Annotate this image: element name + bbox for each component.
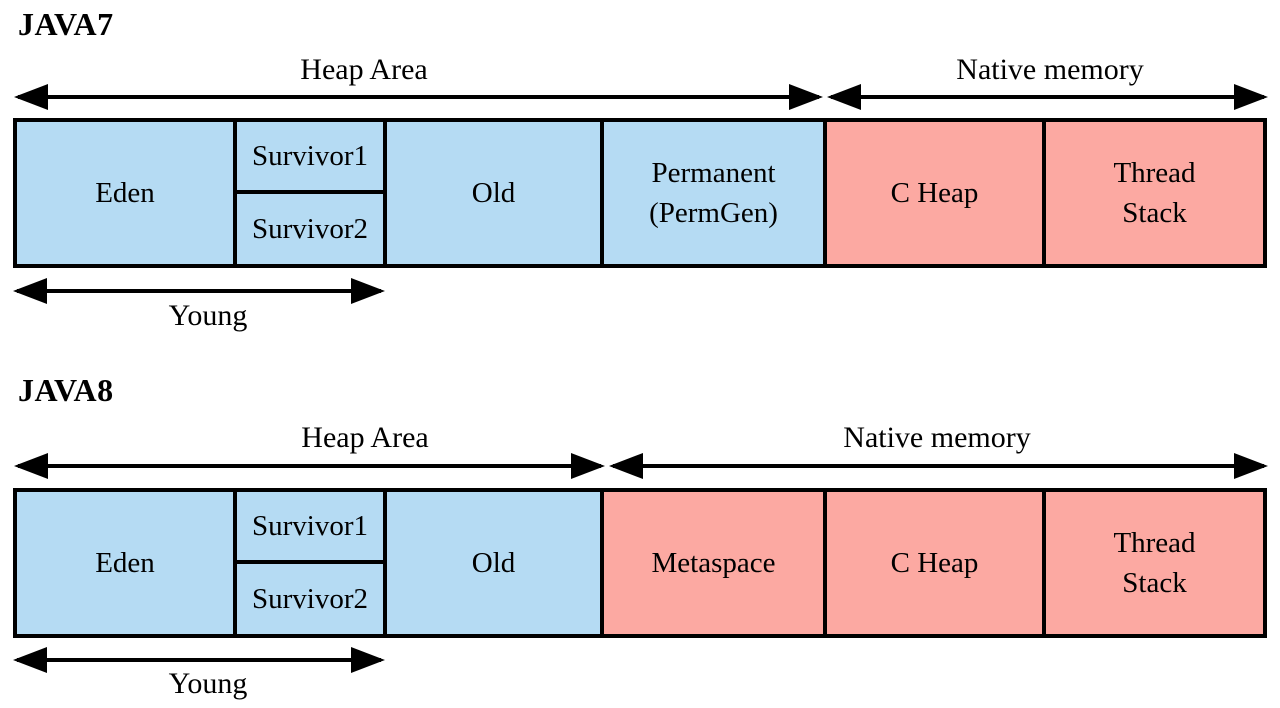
java7-young-arrow (13, 278, 385, 304)
java7-thread-stack-box: Thread Stack (1046, 122, 1263, 264)
java7-native-memory-label: Native memory (956, 53, 1144, 86)
java8-native-memory-arrow (609, 453, 1268, 479)
java8-heap-area-arrow (14, 453, 605, 479)
java7-permanent-line1: Permanent (651, 157, 776, 189)
java8-old-box: Old (387, 492, 604, 634)
arrowhead-left-icon (13, 278, 47, 304)
java8-survivor-box: Survivor1 Survivor2 (237, 492, 387, 634)
java7-young-label: Young (168, 299, 248, 332)
java7-heap-area-label: Heap Area (300, 53, 428, 86)
java7-survivor1-box: Survivor1 (237, 122, 383, 194)
arrow-shaft (613, 464, 1264, 468)
arrow-shaft (17, 289, 381, 293)
java7-memory-row: Eden Survivor1 Survivor2 Old Permanent (… (13, 118, 1267, 268)
java8-native-memory-label: Native memory (843, 421, 1031, 454)
java7-permanent-box: Permanent (PermGen) (604, 122, 827, 264)
java8-survivor1-box: Survivor1 (237, 492, 383, 564)
java8-c-heap-box: C Heap (827, 492, 1046, 634)
arrowhead-left-icon (827, 84, 861, 110)
java7-old-box: Old (387, 122, 604, 264)
arrowhead-right-icon (1234, 453, 1268, 479)
java8-survivor2-box: Survivor2 (252, 582, 368, 615)
java8-thread-stack-line1: Thread (1113, 527, 1196, 559)
java8-thread-stack-box: Thread Stack (1046, 492, 1263, 634)
arrow-shaft (18, 464, 601, 468)
arrowhead-left-icon (14, 453, 48, 479)
java7-thread-stack-line2: Stack (1122, 197, 1187, 229)
java8-title: JAVA8 (18, 372, 114, 408)
java8-memory-row: Eden Survivor1 Survivor2 Old Metaspace C… (13, 488, 1267, 638)
arrowhead-right-icon (351, 278, 385, 304)
arrowhead-right-icon (1234, 84, 1268, 110)
java7-survivor-box: Survivor1 Survivor2 (237, 122, 387, 264)
java8-young-label: Young (168, 667, 248, 700)
arrowhead-right-icon (351, 647, 385, 673)
java8-metaspace-box: Metaspace (604, 492, 827, 634)
java7-title: JAVA7 (18, 6, 114, 42)
arrow-shaft (831, 95, 1264, 99)
arrowhead-right-icon (571, 453, 605, 479)
java7-thread-stack-line1: Thread (1113, 157, 1196, 189)
java8-young-arrow (13, 647, 385, 673)
java7-survivor2-box: Survivor2 (252, 212, 368, 245)
arrowhead-left-icon (609, 453, 643, 479)
java7-permanent-line2: (PermGen) (649, 197, 778, 229)
java8-thread-stack-line2: Stack (1122, 567, 1187, 599)
java8-eden-box: Eden (17, 492, 237, 634)
arrowhead-left-icon (14, 84, 48, 110)
arrowhead-right-icon (789, 84, 823, 110)
java8-heap-area-label: Heap Area (301, 421, 429, 454)
java7-c-heap-box: C Heap (827, 122, 1046, 264)
arrow-shaft (18, 95, 819, 99)
java7-native-memory-arrow (827, 84, 1268, 110)
arrow-shaft (17, 658, 381, 662)
arrowhead-left-icon (13, 647, 47, 673)
java7-heap-area-arrow (14, 84, 823, 110)
java7-eden-box: Eden (17, 122, 237, 264)
